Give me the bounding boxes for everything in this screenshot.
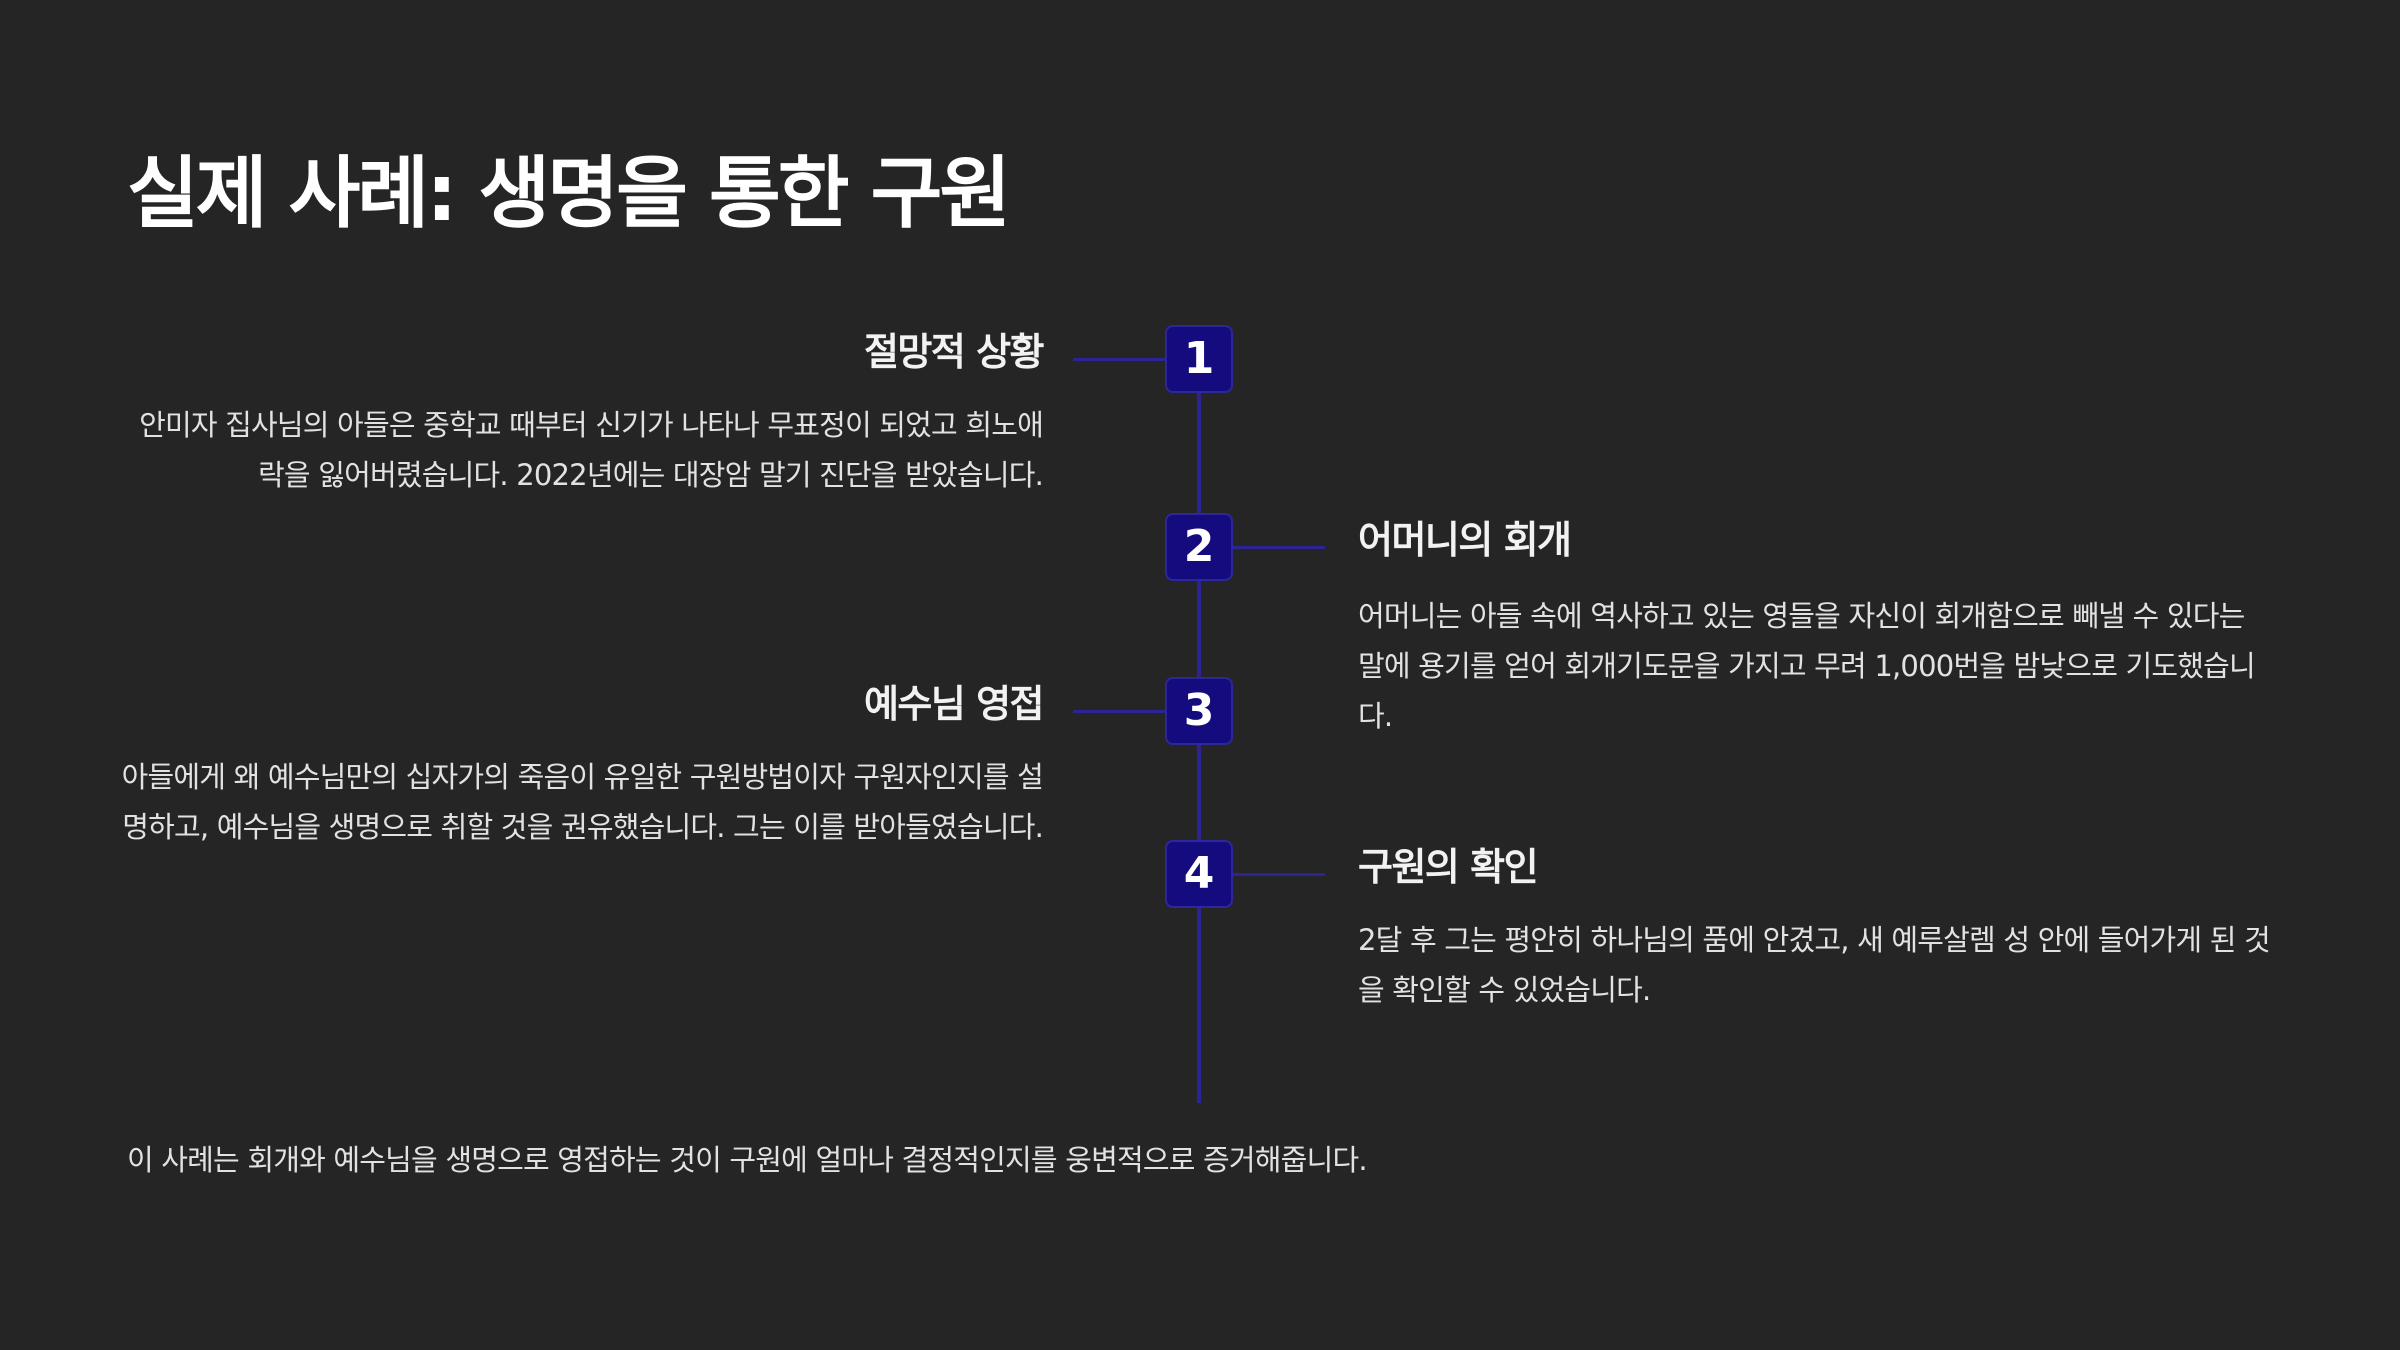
step-1-body: 안미자 집사님의 아들은 중학교 때부터 신기가 나타나 무표정이 되었고 희노… <box>139 408 1044 492</box>
step-2-body: 어머니는 아들 속에 역사하고 있는 영들을 자신이 회개함으로 빼낼 수 있다… <box>1358 599 2256 733</box>
connector-3 <box>1073 710 1165 713</box>
step-3-marker: 3 <box>1165 677 1233 745</box>
step-4-title: 구원의 확인 <box>1358 845 1539 889</box>
step-4-marker: 4 <box>1165 840 1233 908</box>
connector-2 <box>1233 546 1325 549</box>
step-4-body: 2달 후 그는 평안히 하나님의 품에 안겼고, 새 예루살렘 성 안에 들어가… <box>1358 923 2271 1007</box>
step-1-title: 절망적 상황 <box>863 330 1045 374</box>
connector-4 <box>1233 873 1325 876</box>
step-3-title: 예수님 영접 <box>863 682 1045 726</box>
slide-footer: 이 사례는 회개와 예수님을 생명으로 영접하는 것이 구원에 얼마나 결정적인… <box>127 1143 1368 1177</box>
slide-title: 실제 사례: 생명을 통한 구원 <box>127 149 1011 239</box>
step-2-title: 어머니의 회개 <box>1358 518 1572 562</box>
step-1-marker: 1 <box>1165 325 1233 393</box>
step-2-marker: 2 <box>1165 513 1233 581</box>
step-3-body: 아들에게 왜 예수님만의 십자가의 죽음이 유일한 구원방법이자 구원자인지를 … <box>121 760 1044 844</box>
connector-1 <box>1073 358 1165 361</box>
